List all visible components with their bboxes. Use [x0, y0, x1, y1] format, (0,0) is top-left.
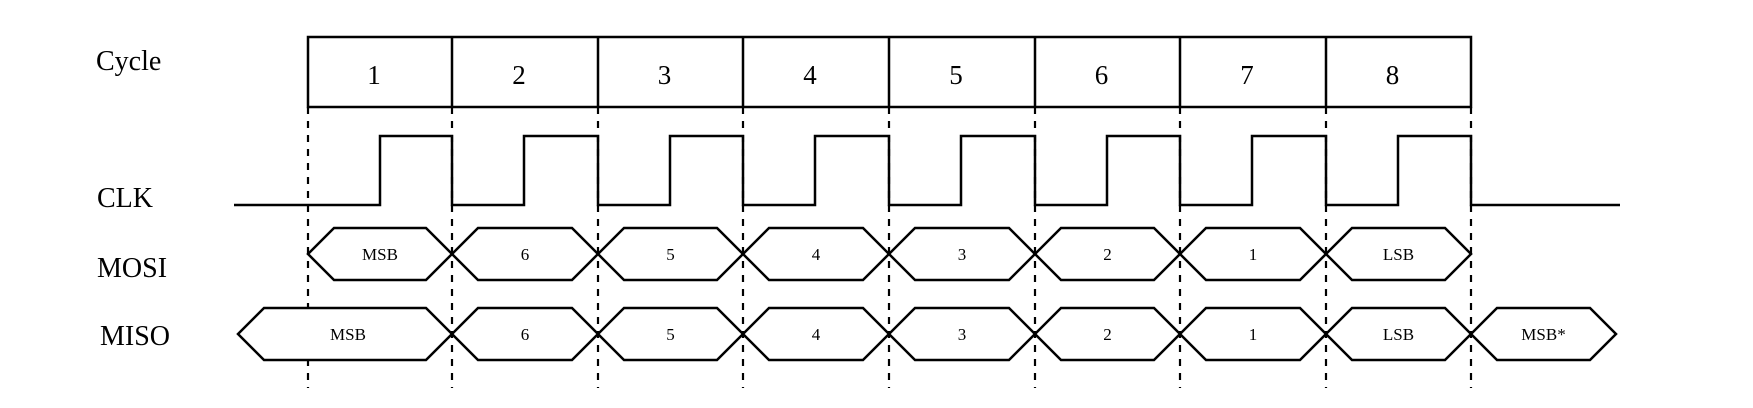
miso-row: MSB 6 5 4 3 2 1 LSB MSB* [236, 306, 1618, 362]
cycle-number: 2 [512, 60, 526, 90]
mosi-cell-label: 2 [1103, 245, 1112, 264]
cycle-number: 1 [367, 60, 381, 90]
miso-cell-label: 5 [666, 325, 675, 344]
clk-row-label: CLK [97, 183, 153, 214]
miso-cell-label: 3 [958, 325, 967, 344]
cycle-labels: 1 2 3 4 5 6 7 8 [367, 60, 1399, 90]
cycle-dividers [450, 37, 1328, 107]
mosi-cell [1324, 226, 1473, 282]
cycle-row-label: Cycle [96, 46, 161, 77]
miso-cell-label: MSB* [1521, 325, 1565, 344]
cycle-number: 6 [1095, 60, 1109, 90]
miso-cell-label: MSB [330, 325, 366, 344]
miso-cell-label: 1 [1249, 325, 1258, 344]
miso-row-label: MISO [100, 321, 170, 352]
mosi-cell-label: MSB [362, 245, 398, 264]
miso-cell-label: LSB [1383, 325, 1414, 344]
mosi-cell-label: 1 [1249, 245, 1258, 264]
clk-waveform [234, 134, 1620, 207]
mosi-cell-label: 5 [666, 245, 675, 264]
mosi-cell-label: LSB [1383, 245, 1414, 264]
cycle-number: 8 [1386, 60, 1400, 90]
cycle-number: 3 [658, 60, 672, 90]
miso-cell [1469, 306, 1618, 362]
mosi-cell-label: 3 [958, 245, 967, 264]
mosi-cell-label: 6 [521, 245, 530, 264]
cycle-number: 7 [1240, 60, 1254, 90]
mosi-row: MSB 6 5 4 3 2 1 LSB [306, 226, 1473, 282]
miso-cell-label: 6 [521, 325, 530, 344]
miso-cell-label: 2 [1103, 325, 1112, 344]
mosi-cell-label: 4 [812, 245, 821, 264]
miso-cell-label: 4 [812, 325, 821, 344]
cycle-number: 4 [803, 60, 817, 90]
cycle-number: 5 [949, 60, 963, 90]
mosi-row-label: MOSI [97, 253, 167, 284]
